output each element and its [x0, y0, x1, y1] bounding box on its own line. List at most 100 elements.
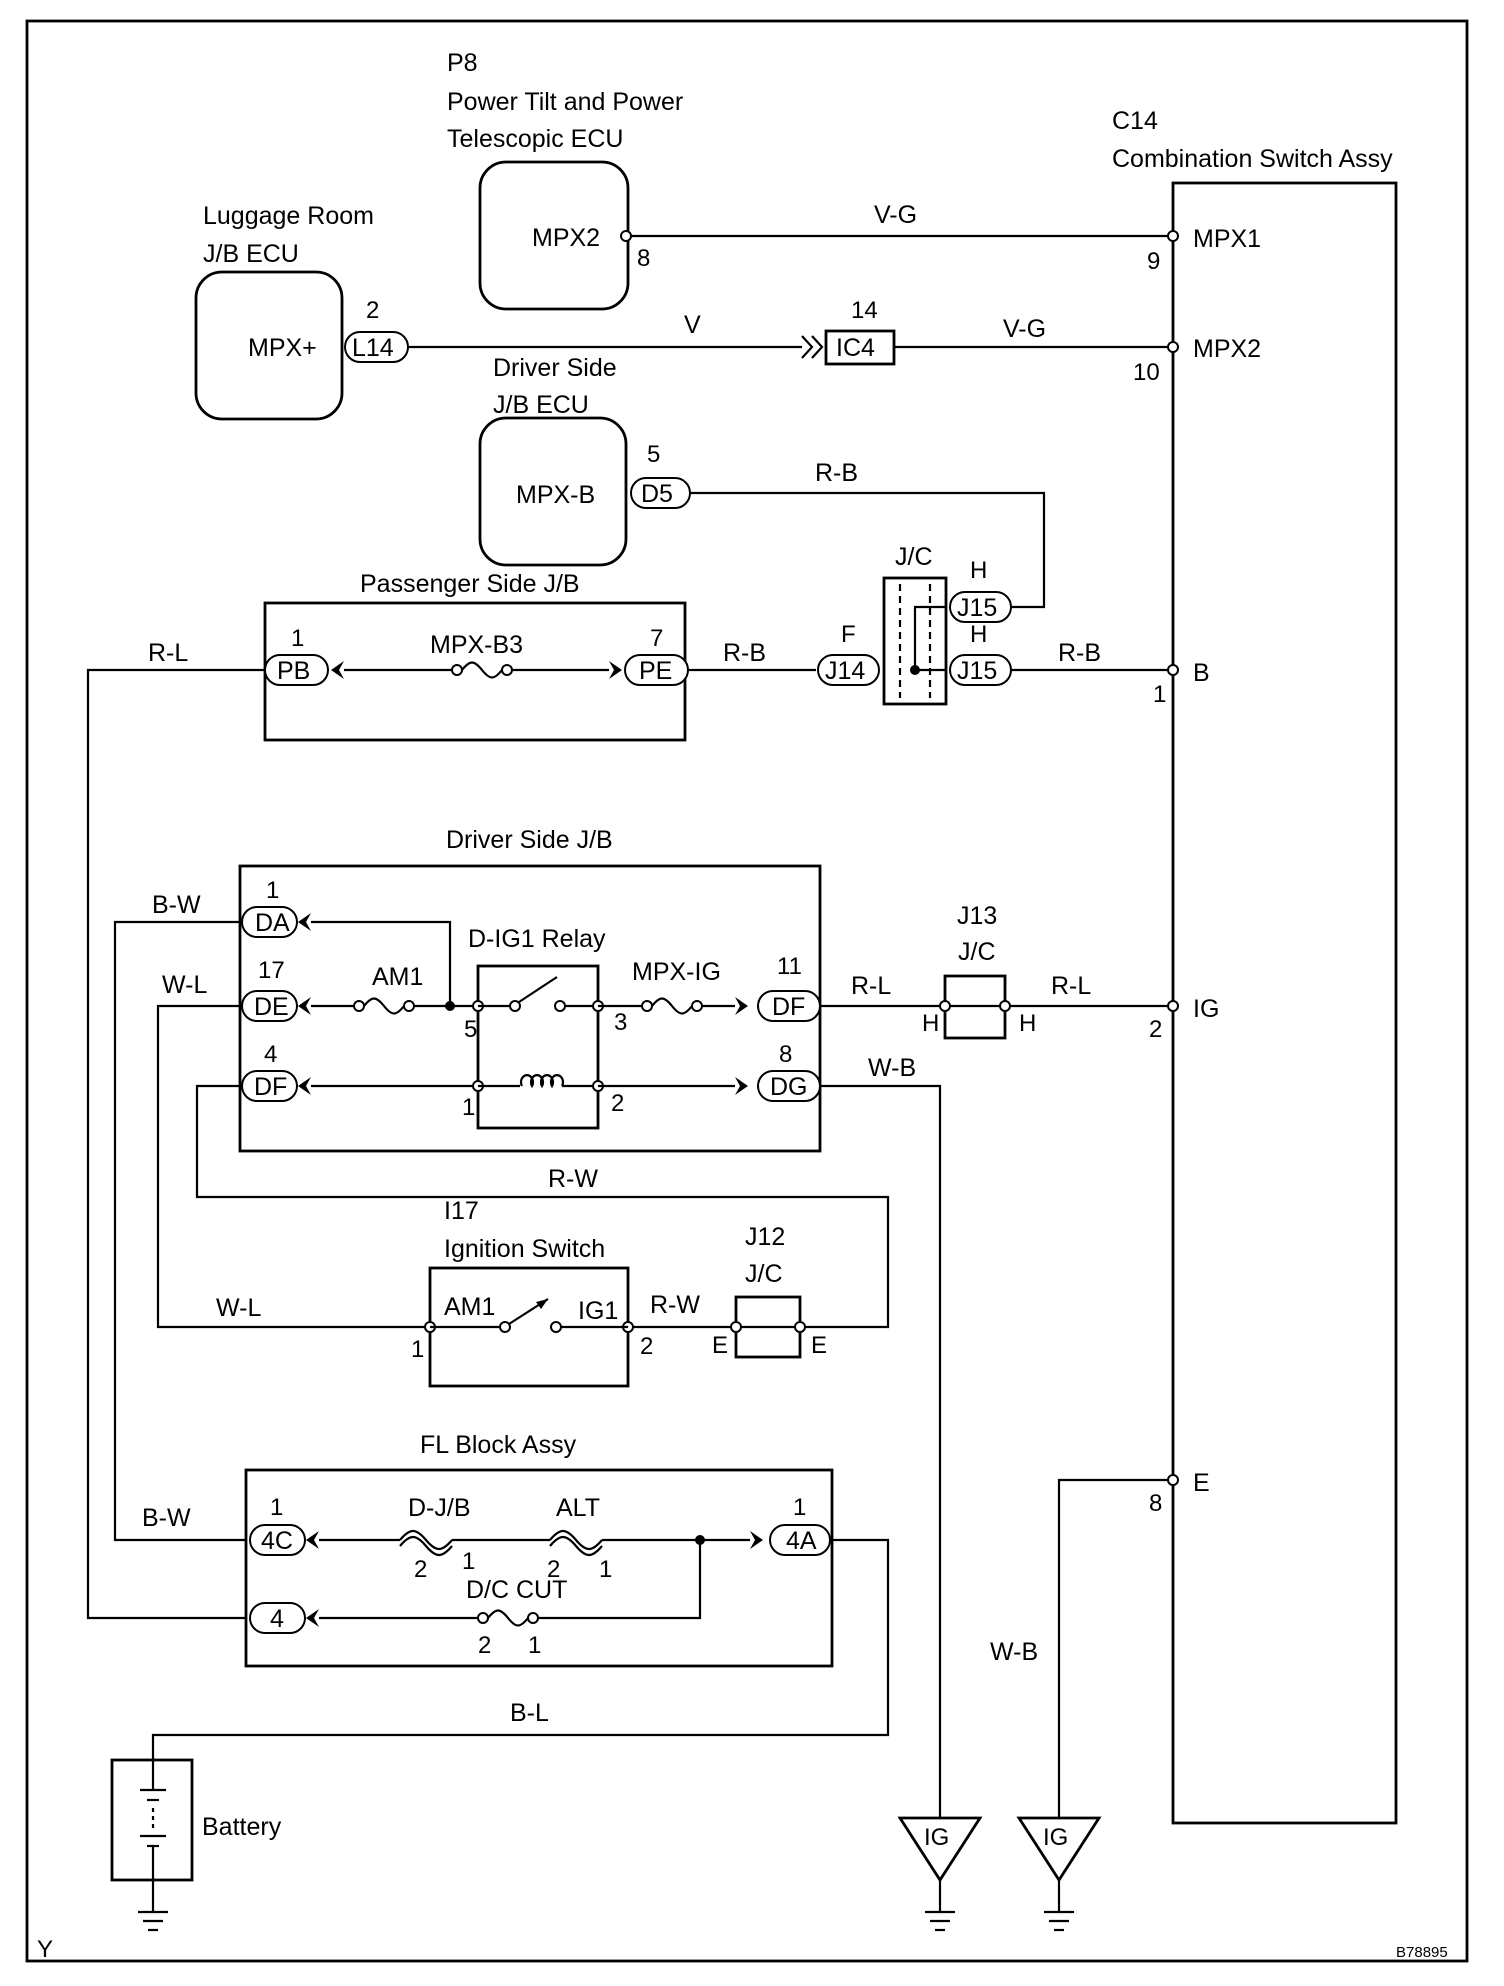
driver-ecu-pin: 5	[647, 441, 660, 468]
connector-l14	[344, 331, 409, 363]
c14-pin-9: 9	[1147, 248, 1160, 275]
wire-v-g-mid: V-G	[1003, 315, 1046, 343]
fl-fuse-dc-cut: D/C CUT	[466, 1576, 567, 1604]
j13-label: J/C	[958, 938, 996, 966]
connector-dg-label: DG	[770, 1073, 808, 1101]
ic4-connector: IC4 14	[801, 297, 896, 366]
c14-name-b: B	[1193, 659, 1210, 687]
c14-pin-8: 8	[1149, 1490, 1162, 1517]
j12-code: J12	[745, 1223, 785, 1251]
c14-pin-1: 1	[1153, 681, 1166, 708]
connector-j15-top-label: J15	[957, 594, 997, 622]
jc-top-h2: H	[970, 621, 987, 648]
c14-combination-switch: C14 Combination Switch Assy 9 MPX1 10 MP…	[1112, 107, 1398, 1825]
ignition-code: I17	[444, 1197, 479, 1225]
wire-w-l-de: W-L	[162, 971, 207, 999]
wire-v: V	[684, 311, 701, 339]
relay-pin-1: 1	[462, 1094, 475, 1121]
connector-dg	[757, 1070, 821, 1102]
fl-dc-pin-1: 1	[528, 1632, 541, 1659]
j13-code: J13	[957, 902, 997, 930]
fl-fuse-alt: ALT	[556, 1494, 600, 1522]
connector-de-label: DE	[254, 993, 289, 1021]
relay-pin-5: 5	[464, 1016, 477, 1043]
connector-pb	[264, 654, 329, 686]
driver-jb-name: Driver Side J/B	[446, 826, 613, 854]
c14-terminal-e	[1167, 1474, 1179, 1486]
p8-name-line1: Power Tilt and Power	[447, 88, 683, 116]
connector-pe-label: PE	[639, 657, 672, 685]
wire-w-l-ign: W-L	[216, 1294, 261, 1322]
connector-d5-label: D5	[641, 480, 673, 508]
luggage-pin: 2	[366, 297, 379, 324]
wire-b-w-4c: B-W	[142, 1504, 191, 1532]
battery: Battery	[110, 1758, 282, 1932]
driver-ecu-terminal: MPX-B	[516, 481, 595, 509]
ground-ig-2: IG	[1016, 1816, 1102, 1932]
wires	[86, 234, 1173, 1912]
passenger-fuse-mpx-b3: MPX-B3	[430, 631, 523, 659]
c14-name-e: E	[1193, 1469, 1210, 1497]
wire-w-b-e: W-B	[990, 1638, 1038, 1666]
driver-jb-fuse-am1: AM1	[372, 963, 423, 991]
d-ig1-relay-label: D-IG1 Relay	[468, 925, 606, 953]
passenger-side-jb: Passenger Side J/B PB 1 MPX-B3 PE 7	[263, 570, 689, 742]
luggage-terminal: MPX+	[248, 334, 317, 362]
connector-4-label: 4	[270, 1605, 284, 1633]
fl-djb-pin-1: 1	[462, 1548, 475, 1575]
p8-name-line2: Telescopic ECU	[447, 125, 623, 153]
fl-alt-pin-2: 2	[547, 1556, 560, 1583]
frame-corner-left: Y	[37, 1936, 53, 1963]
d-ig1-relay	[476, 964, 600, 1130]
ignition-name: Ignition Switch	[444, 1235, 605, 1263]
fl-alt-pin-1: 1	[599, 1556, 612, 1583]
relay-pin-2: 2	[611, 1090, 624, 1117]
driver-jb-pin-1: 1	[266, 877, 279, 904]
wire-r-b-b: R-B	[1058, 639, 1101, 667]
connector-4a-label: 4A	[786, 1527, 817, 1555]
j13-right: H	[1019, 1010, 1036, 1037]
ic4-pin: 14	[851, 297, 878, 324]
c14-terminal-ig	[1167, 1000, 1179, 1012]
ignition-pin-2: 2	[640, 1333, 653, 1360]
c14-terminal-b	[1167, 664, 1179, 676]
connector-de	[241, 990, 298, 1022]
j13-left: H	[922, 1010, 939, 1037]
driver-ecu-name-line1: Driver Side	[493, 354, 617, 382]
wire-w-b-dg: W-B	[868, 1054, 916, 1082]
frame-corner-right: B78895	[1396, 1944, 1448, 1961]
wire-v-g-top: V-G	[874, 201, 917, 229]
connector-j14-label: J14	[825, 657, 865, 685]
driver-side-jb: Driver Side J/B DA 1 DE 17 AM1 DF 4 D-IG…	[238, 826, 822, 1153]
c14-terminal-mpx1	[1167, 230, 1179, 242]
c14-terminal-mpx2	[1167, 341, 1179, 353]
fl-block-name: FL Block Assy	[420, 1431, 577, 1459]
connector-df-left-label: DF	[254, 1073, 287, 1101]
wire-b-l: B-L	[510, 1699, 549, 1727]
p8-pin: 8	[637, 245, 650, 272]
c14-name-ig: IG	[1193, 995, 1219, 1023]
c14-name: Combination Switch Assy	[1112, 145, 1393, 173]
p8-terminal: MPX2	[532, 224, 600, 252]
connector-pe	[624, 654, 689, 686]
connector-l14-label: L14	[352, 334, 394, 362]
j12-label: J/C	[745, 1260, 783, 1288]
connector-da	[241, 906, 298, 938]
wire-b-w-da: B-W	[152, 891, 201, 919]
connector-d5	[630, 477, 691, 509]
p8-terminal-node	[620, 230, 632, 242]
wire-r-w-top: R-W	[548, 1165, 598, 1193]
wire-r-b-pe: R-B	[723, 639, 766, 667]
c14-name-mpx1: MPX1	[1193, 225, 1261, 253]
connector-j15-bottom	[949, 654, 1012, 686]
wire-r-l-ig: R-L	[1051, 972, 1091, 1000]
driver-jb-ecu: Driver Side J/B ECU MPX-B 5 D5	[478, 354, 691, 567]
fl-block-assy: FL Block Assy 4C 1 D-J/B ALT 2 1 2 1 4A …	[244, 1431, 834, 1668]
connector-df-right	[757, 990, 821, 1022]
ground-ig-1-label: IG	[924, 1824, 949, 1851]
passenger-pin-7: 7	[650, 625, 663, 652]
ground-ig-1: IG	[897, 1816, 983, 1932]
luggage-name-line2: J/B ECU	[203, 240, 299, 268]
driver-jb-fuse-mpx-ig: MPX-IG	[632, 958, 721, 986]
luggage-name-line1: Luggage Room	[203, 202, 374, 230]
